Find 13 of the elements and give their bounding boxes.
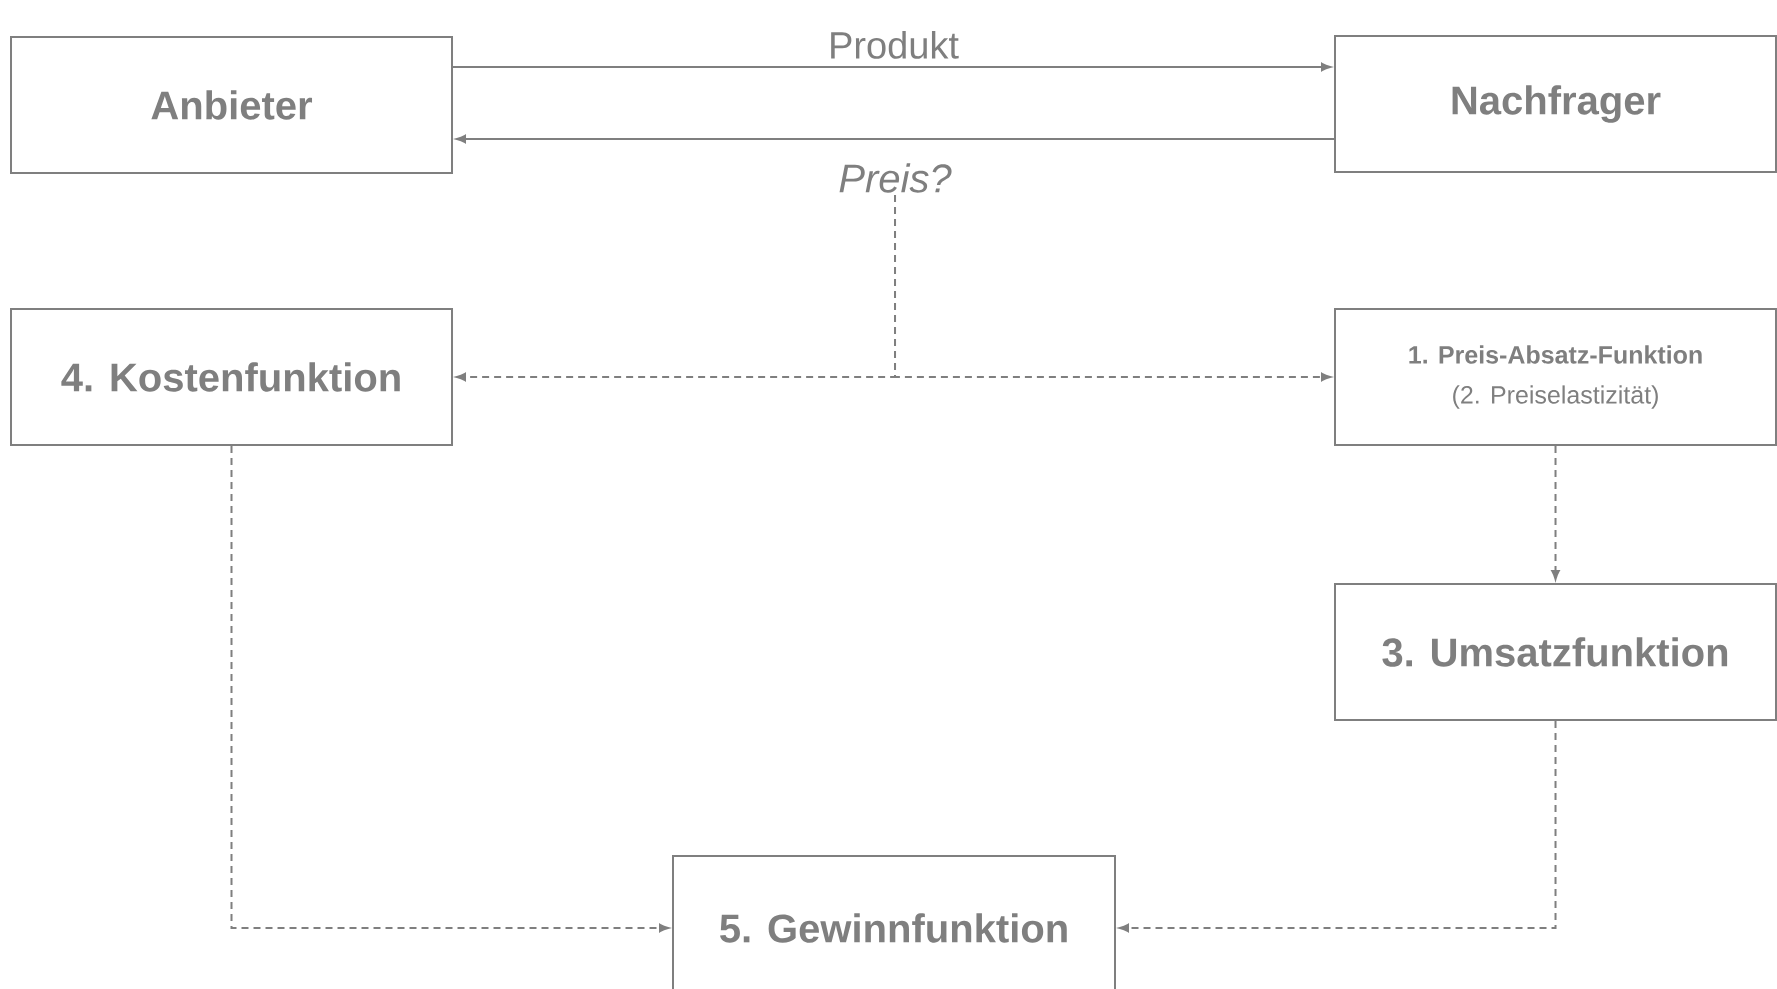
- process-box: 1. Preis-Absatz-Funktion (2. Preiselastizität): [1334, 308, 1777, 446]
- arrow: [1119, 720, 1557, 933]
- arrow: [894, 193, 1331, 382]
- process-box: 5. Gewinnfunktion: [672, 855, 1116, 989]
- arrow: [456, 134, 1335, 144]
- arrow: [230, 445, 669, 933]
- process-box: 3. Umsatzfunktion: [1334, 583, 1777, 721]
- text-label: Preis?: [839, 163, 952, 193]
- process-box: Nachfrager: [1334, 35, 1777, 173]
- process-box: 4. Kostenfunktion: [10, 308, 453, 446]
- process-box: Anbieter: [10, 36, 453, 174]
- arrow: [452, 62, 1331, 72]
- edge-label: Produkt: [826, 28, 961, 61]
